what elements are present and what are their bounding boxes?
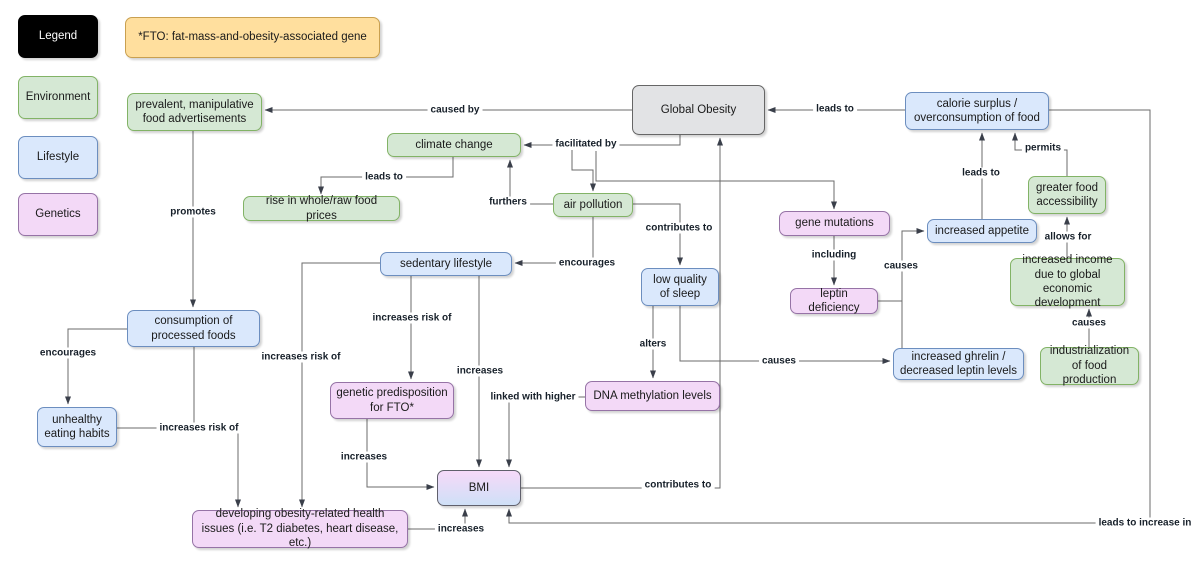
edge-label-increases-risk-fto: increases risk of xyxy=(369,312,455,324)
edge-label-causes-ghrelin: causes xyxy=(759,355,799,367)
edge-label-contributes-bmi: contributes to xyxy=(641,479,715,491)
edge-label-caused-by: caused by xyxy=(427,104,483,116)
edge-label-encourages-sedentary: encourages xyxy=(555,257,619,269)
edge-label-permits: permits xyxy=(1021,142,1065,154)
edge-label-encourages-habits: encourages xyxy=(36,347,100,359)
node-food-advertisements: prevalent, manipulative food advertiseme… xyxy=(127,93,262,131)
edge-label-increases-sed-bmi: increases xyxy=(453,365,507,377)
node-leptin-deficiency: leptin deficiency xyxy=(790,288,878,314)
edge-label-leads-to-prices: leads to xyxy=(362,171,406,183)
edge-label-contributes-sleep: contributes to xyxy=(642,222,716,234)
node-unhealthy-eating-habits: unhealthy eating habits xyxy=(37,407,117,447)
node-sedentary-lifestyle: sedentary lifestyle xyxy=(380,252,512,276)
edge-label-furthers: furthers xyxy=(486,196,530,208)
legend-item-lifestyle: Lifestyle xyxy=(18,136,98,179)
legend-item-environment: Environment xyxy=(18,76,98,119)
edge-label-including: including xyxy=(808,249,860,261)
node-genetic-predisposition: genetic predisposition for FTO* xyxy=(330,382,454,419)
edge-label-leads-to-increase: leads to increase in xyxy=(1095,517,1195,529)
node-increased-ghrelin: increased ghrelin / decreased leptin lev… xyxy=(893,348,1024,380)
edge-label-alters: alters xyxy=(636,338,670,350)
edge-label-increases-risk-sedentary: increases risk of xyxy=(258,351,344,363)
node-increased-income: increased income due to global economic … xyxy=(1010,254,1125,309)
node-processed-foods: consumption of processed foods xyxy=(127,310,260,347)
legend-item-genetics: Genetics xyxy=(18,193,98,236)
node-calorie-surplus: calorie surplus / overconsumption of foo… xyxy=(905,92,1049,130)
node-rise-food-prices: rise in whole/raw food prices xyxy=(243,195,400,222)
node-low-quality-sleep: low quality of sleep xyxy=(641,268,719,306)
node-dna-methylation: DNA methylation levels xyxy=(585,381,720,411)
node-bmi: BMI xyxy=(437,470,521,506)
edge-label-facilitated-by: facilitated by xyxy=(552,138,620,150)
edge-label-causes-income: causes xyxy=(1069,317,1109,329)
edge-label-allows-for: allows for xyxy=(1041,231,1095,243)
node-air-pollution: air pollution xyxy=(553,193,633,217)
node-increased-appetite: increased appetite xyxy=(927,219,1037,243)
legend-title-box: Legend xyxy=(18,15,98,58)
edge-label-increases-gp-bmi: increases xyxy=(337,451,391,463)
node-climate-change: climate change xyxy=(387,133,521,157)
fto-note: *FTO: fat-mass-and-obesity-associated ge… xyxy=(125,17,380,58)
edge-label-leads-to-surplus: leads to xyxy=(959,167,1003,179)
edge-label-causes-appetite: causes xyxy=(881,260,921,272)
edge-label-leads-to-obesity: leads to xyxy=(813,103,857,115)
node-global-obesity: Global Obesity xyxy=(632,85,765,135)
edge-label-promotes: promotes xyxy=(167,206,219,218)
node-greater-food-accessibility: greater food accessibility xyxy=(1028,176,1106,214)
edge-label-increases-dev-bmi: increases xyxy=(434,523,488,535)
node-industrialization: industrialization of food production xyxy=(1040,345,1139,386)
node-gene-mutations: gene mutations xyxy=(779,211,890,236)
node-health-issues: developing obesity-related health issues… xyxy=(192,508,408,549)
edge-label-increases-risk-habits: increases risk of xyxy=(156,422,242,434)
edge-label-linked-with-higher: linked with higher xyxy=(487,391,579,403)
